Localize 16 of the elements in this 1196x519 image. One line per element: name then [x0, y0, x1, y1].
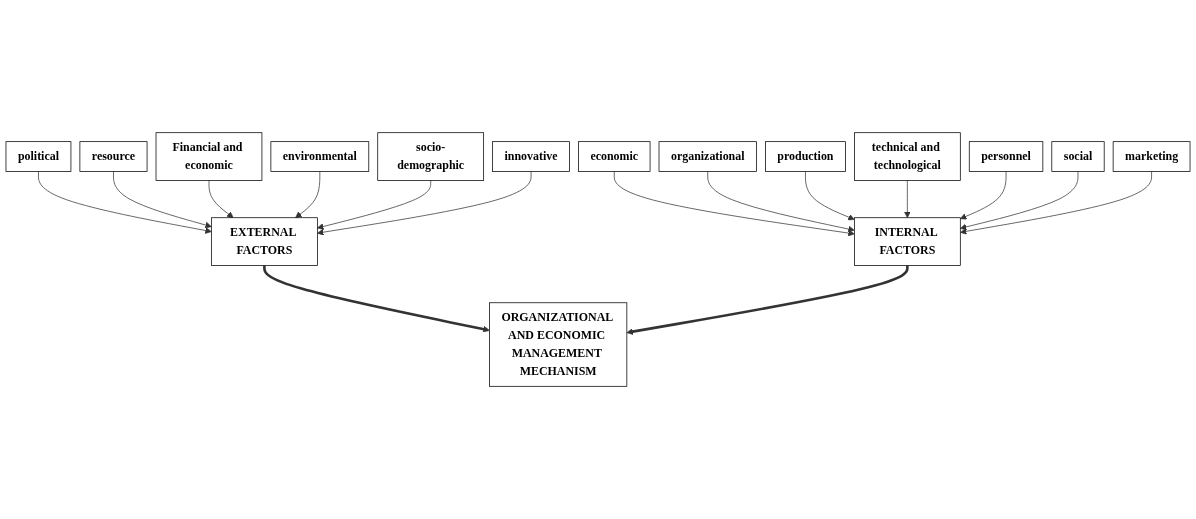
node-box: resource — [79, 141, 148, 172]
node-box: economic — [578, 141, 651, 172]
node-box: social — [1051, 141, 1105, 172]
node-box: production — [765, 141, 846, 172]
node-box: Financial and economic — [155, 132, 263, 181]
node-box: personnel — [968, 141, 1044, 172]
node-box: EXTERNAL FACTORS — [211, 217, 318, 266]
node-box: innovative — [492, 141, 570, 172]
node-box: environmental — [270, 141, 370, 172]
node-box: INTERNAL FACTORS — [854, 217, 961, 266]
node-box: socio-demographic — [377, 132, 485, 181]
node-box: marketing — [1112, 141, 1191, 172]
node-box: organizational — [658, 141, 757, 172]
node-box: political — [5, 141, 72, 172]
node-box: technical and technological — [854, 132, 961, 181]
node-box: ORGANIZATIONAL AND ECONOMIC MANAGEMENT MECHANISM — [489, 302, 628, 387]
